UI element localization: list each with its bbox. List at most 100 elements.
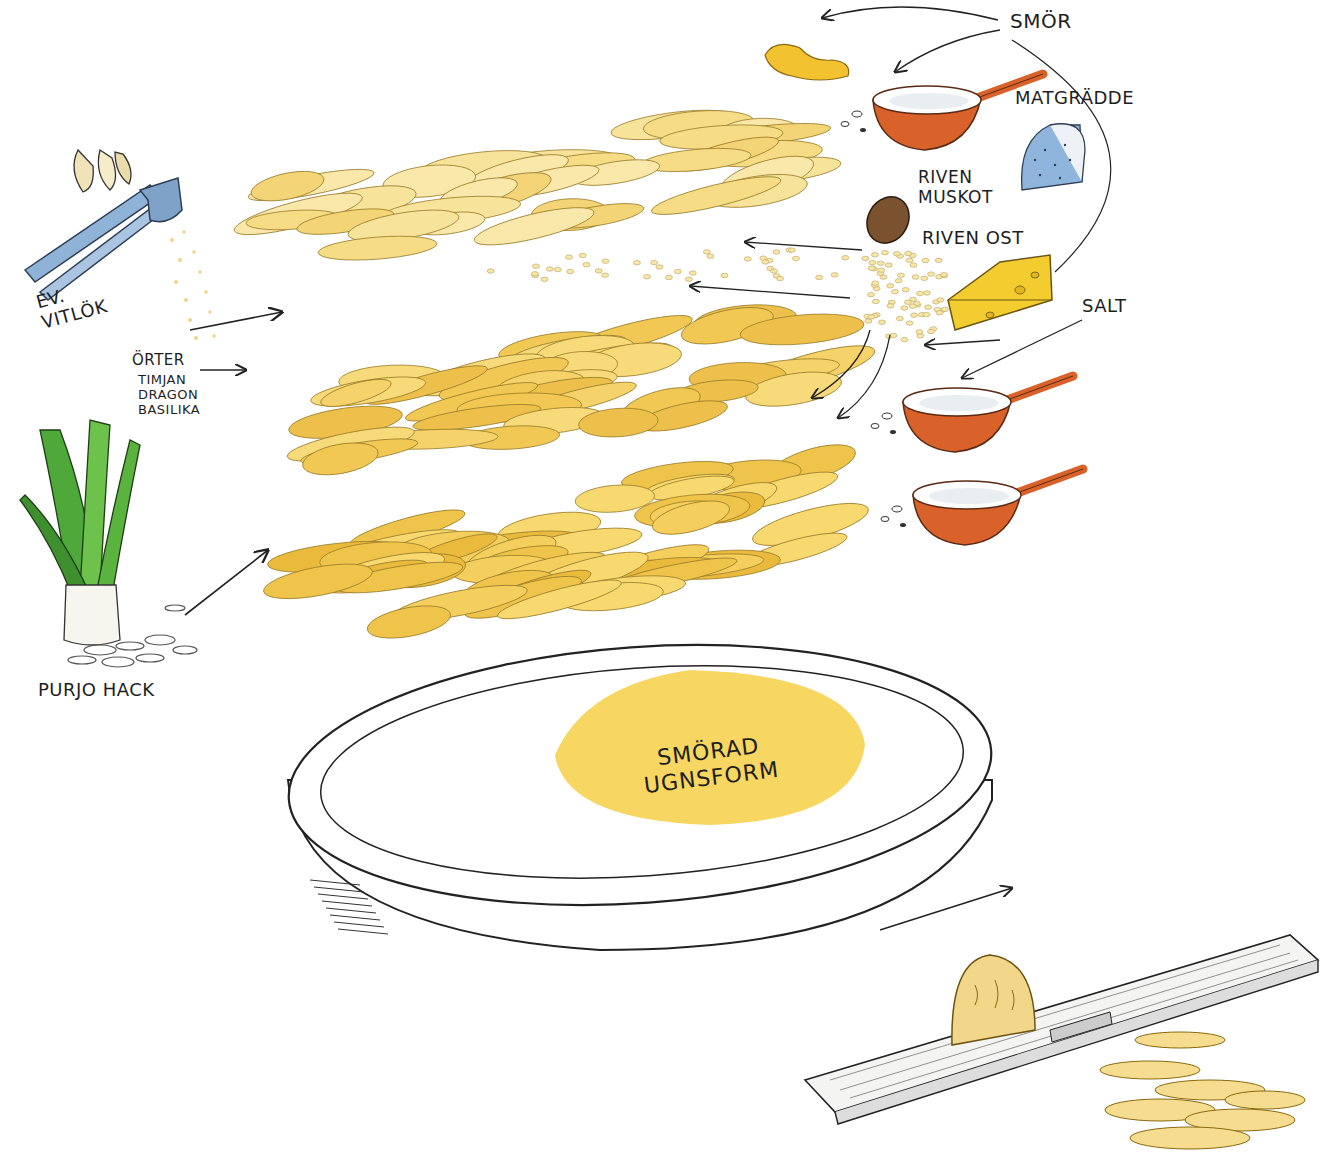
hatch-line <box>322 901 372 906</box>
cheese-crumb <box>923 291 930 295</box>
hatch-line <box>314 887 364 892</box>
cheese-crumb <box>541 277 548 281</box>
cheese-crumb <box>665 275 672 279</box>
ingredient-label: SALT <box>1082 296 1127 317</box>
cheese-crumb <box>579 253 586 257</box>
cheese-crumb <box>583 263 590 267</box>
cheese-crumb <box>941 273 948 277</box>
cheese-crumb <box>921 276 928 280</box>
potato-slice <box>640 145 752 176</box>
ingredient-label: PURJO HACK <box>38 680 155 701</box>
potato-slice <box>317 233 437 264</box>
cheese-crumb <box>816 275 823 279</box>
cheese-crumb <box>890 333 897 337</box>
cheese-crumb <box>881 250 888 254</box>
butter-coating <box>555 670 865 825</box>
potato-slice <box>261 557 375 605</box>
cheese-crumb <box>842 255 849 259</box>
potato-layers <box>231 105 879 644</box>
hatch-line <box>330 915 380 920</box>
cheese-crumb <box>911 313 918 317</box>
cheese-crumb <box>651 260 658 264</box>
cheese-crumb <box>777 276 784 280</box>
arrow <box>822 7 998 20</box>
cheese-crumb <box>923 312 930 316</box>
dish-inner <box>314 646 971 898</box>
ingredient-label: SMÖR <box>1010 10 1072 33</box>
cheese-crumb <box>936 311 943 315</box>
arrow <box>812 330 870 398</box>
cheese-crumb <box>906 258 913 262</box>
cheese-crumb <box>871 253 878 257</box>
cheese-crumbs <box>487 248 948 342</box>
cream-cup <box>871 376 1073 452</box>
potato-layer <box>261 437 872 644</box>
cheese-crumb <box>928 272 935 276</box>
cheese-crumb <box>895 279 902 283</box>
cheese-crumb <box>689 271 696 275</box>
cheese-crumb <box>862 256 869 260</box>
arrow <box>895 30 1000 72</box>
cheese-crumb <box>887 284 894 288</box>
cream-cup <box>881 469 1083 545</box>
cheese-crumb <box>744 257 751 261</box>
potato-layer <box>285 300 879 480</box>
cheese-crumb <box>904 300 911 304</box>
cheese <box>948 255 1052 330</box>
arrow <box>200 369 246 370</box>
cheese-crumb <box>567 269 574 273</box>
cheese-crumb <box>937 298 944 302</box>
cheese-crumb <box>878 268 885 272</box>
cheese-crumb <box>940 273 947 277</box>
cheese-crumb <box>917 291 924 295</box>
cheese-crumb <box>633 261 640 265</box>
cheese-crumb <box>868 266 875 270</box>
ingredient-label: RIVEN MUSKOT <box>918 168 1010 207</box>
cheese-crumb <box>912 275 919 279</box>
cheese-crumb <box>887 304 894 308</box>
cheese-crumb <box>566 255 573 259</box>
cheese-crumb <box>901 337 908 341</box>
cheese-crumb <box>685 277 692 281</box>
mandoline <box>805 888 1318 1149</box>
arrow <box>838 335 890 418</box>
cheese-crumb <box>531 272 538 276</box>
cheese-crumb <box>896 316 903 320</box>
cheese-crumb <box>910 263 917 267</box>
ingredient-label: RIVEN OST <box>922 228 1024 249</box>
cheese-crumb <box>792 256 799 260</box>
cheese-crumb <box>554 267 561 271</box>
nutmeg <box>859 189 918 251</box>
cheese-crumb <box>909 304 916 308</box>
hatch-line <box>334 922 384 927</box>
cheese-crumb <box>831 273 838 277</box>
cheese-crumb <box>762 260 769 264</box>
potato-slice <box>471 200 596 252</box>
hatch-line <box>338 929 388 934</box>
cheese-crumb <box>703 250 710 254</box>
leader-line <box>1012 40 1111 272</box>
dish-outline <box>270 630 1010 980</box>
cheese-crumb <box>924 305 931 309</box>
hatch-line <box>326 908 376 913</box>
cheese-crumb <box>868 315 875 319</box>
cheese-crumb <box>788 248 795 252</box>
cheese-crumb <box>721 273 728 277</box>
dish-hatching <box>310 880 388 934</box>
ingredient-label: EV. VITLÖK <box>34 272 122 333</box>
cheese-crumb <box>901 306 908 310</box>
ingredient-label: ÖRTER <box>132 352 185 369</box>
potato-slice <box>649 169 783 221</box>
dish-rim <box>280 630 1000 927</box>
cheese-crumb <box>879 320 886 324</box>
arrow <box>925 340 1000 345</box>
cheese-crumb <box>546 267 553 271</box>
cream-cup <box>841 74 1043 150</box>
leek <box>20 420 197 667</box>
cheese-crumb <box>892 290 899 294</box>
potato-layer <box>231 105 842 264</box>
potato-slice <box>365 600 453 644</box>
cheese-crumb <box>533 264 540 268</box>
